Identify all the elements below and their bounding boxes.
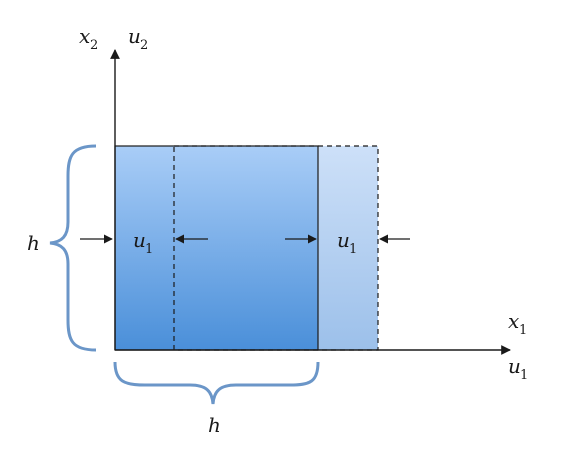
label-x2-sub: 2 xyxy=(90,38,98,53)
label-u1-right-sub: 1 xyxy=(349,242,357,257)
label-x2: x xyxy=(79,24,90,48)
bottom-brace xyxy=(113,361,320,405)
label-h-left: h xyxy=(27,231,40,255)
left-brace xyxy=(49,144,97,352)
label-h-bottom: h xyxy=(208,413,221,437)
deformed-square xyxy=(114,145,319,351)
label-u1-left: u xyxy=(133,228,146,252)
ghost-square-extension xyxy=(318,146,378,350)
label-x1-sub: 1 xyxy=(519,323,527,338)
label-u2: u xyxy=(128,24,141,48)
label-x1: x xyxy=(508,309,519,333)
dashed-square xyxy=(173,145,379,351)
label-u1-axis: u xyxy=(508,354,521,378)
label-u2-sub: 2 xyxy=(140,38,148,53)
label-u1-right: u xyxy=(337,228,350,252)
label-u1-left-sub: 1 xyxy=(145,242,153,257)
label-u1-axis-sub: 1 xyxy=(520,368,528,383)
